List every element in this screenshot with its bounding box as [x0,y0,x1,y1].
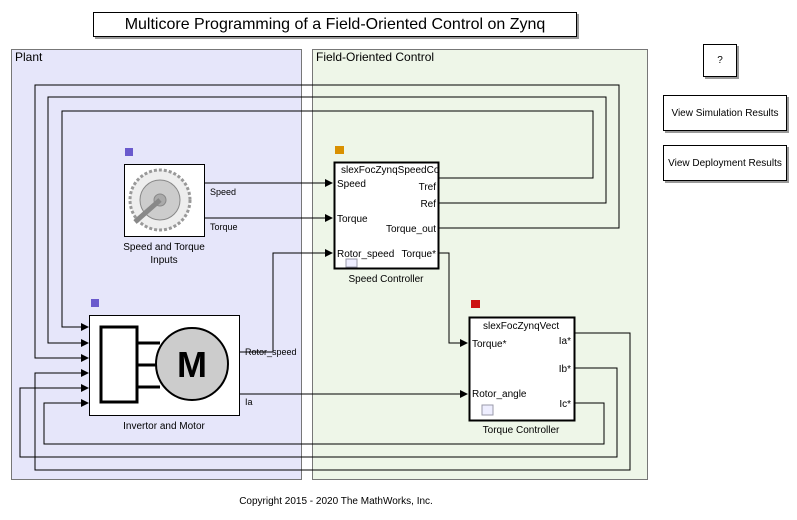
wire-ic-star[interactable] [43,399,605,445]
model-ref-icon [345,258,358,268]
port-out-ia-star: Ia* [559,336,571,347]
model-ref-name: slexFocZynqVect [483,321,559,332]
port-out-ib-star: Ib* [559,364,571,375]
port-in-rotor-speed: Rotor_speed [337,249,394,260]
port-out-torque-out: Torque_out [386,224,436,235]
wire-torque-star[interactable] [438,252,468,347]
wire-torque-out[interactable] [34,84,620,362]
port-rotor-speed: Rotor_speed [245,347,297,357]
speed-torque-inputs-block[interactable]: Speed Torque Speed and Torque Inputs [123,148,238,266]
block-label: Torque Controller [483,425,560,436]
speed-controller-block[interactable]: slexFocZynqSpeedCo Speed Torque Rotor_sp… [333,146,440,285]
plant-area-label: Plant [15,50,43,64]
port-in-speed: Speed [337,179,366,190]
port-out-ic-star: Ic* [559,399,571,410]
wire-ia-star[interactable] [34,332,631,471]
model-title: Multicore Programming of a Field-Oriente… [93,12,577,37]
port-ia: Ia [245,397,253,407]
view-simulation-results-button[interactable]: View Simulation Results [663,95,787,131]
port-in-rotor-angle: Rotor_angle [472,389,527,400]
model-ref-icon [481,404,494,416]
block-priority-icon [335,146,344,154]
port-out-ref: Ref [420,199,436,210]
port-in-torque-star: Torque* [472,339,507,350]
wire-rotor-speed[interactable] [240,249,333,353]
block-label: Invertor and Motor [123,421,205,432]
invertor-motor-block[interactable]: M Rotor_speed Ia Invertor and Motor [89,299,297,432]
torque-controller-block[interactable]: slexFocZynqVect Torque* Rotor_angle Ia* … [468,300,576,436]
svg-text:M: M [177,344,207,385]
block-priority-icon [471,300,480,308]
help-button[interactable]: ? [703,44,737,77]
port-speed: Speed [210,187,236,197]
wire-ib-star[interactable] [19,367,618,458]
foc-area-label: Field-Oriented Control [316,50,434,64]
port-in-torque: Torque [337,214,368,225]
wire-ref[interactable] [47,96,607,347]
block-priority-icon [91,299,99,307]
block-label: Speed Controller [348,274,424,285]
block-label-2: Inputs [150,255,177,266]
motor-icon: M [99,325,229,404]
model-ref-name: slexFocZynqSpeedCo [341,165,440,176]
block-priority-icon [125,148,133,156]
port-torque: Torque [210,222,238,232]
block-label: Speed and Torque [123,242,205,253]
port-out-torque-star: Torque* [402,249,437,260]
port-out-tref: Tref [419,182,437,193]
copyright: Copyright 2015 - 2020 The MathWorks, Inc… [239,496,433,507]
signal-lines [19,84,631,471]
crankset-icon [128,168,192,232]
view-deployment-results-button[interactable]: View Deployment Results [663,145,787,181]
wire-tref[interactable] [61,110,594,331]
